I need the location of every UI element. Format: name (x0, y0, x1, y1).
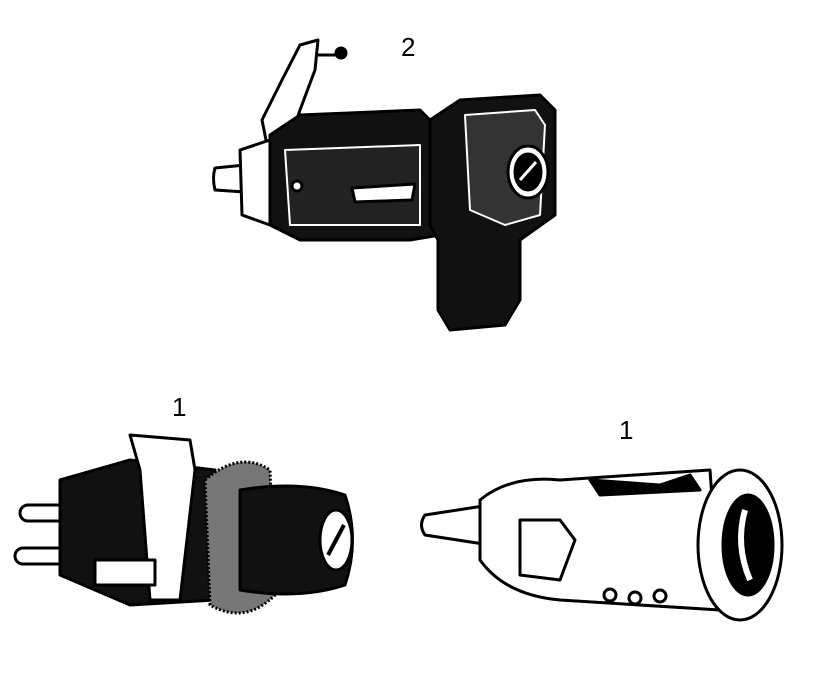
lock-cylinder-right-drawing (420, 468, 784, 622)
part-label-2: 2 (401, 32, 416, 62)
part-label-1-left: 1 (172, 392, 187, 422)
lock-cylinder-left-drawing (13, 433, 354, 615)
part-label-1-right: 1 (619, 415, 634, 445)
ignition-lock-drawing (212, 38, 557, 332)
